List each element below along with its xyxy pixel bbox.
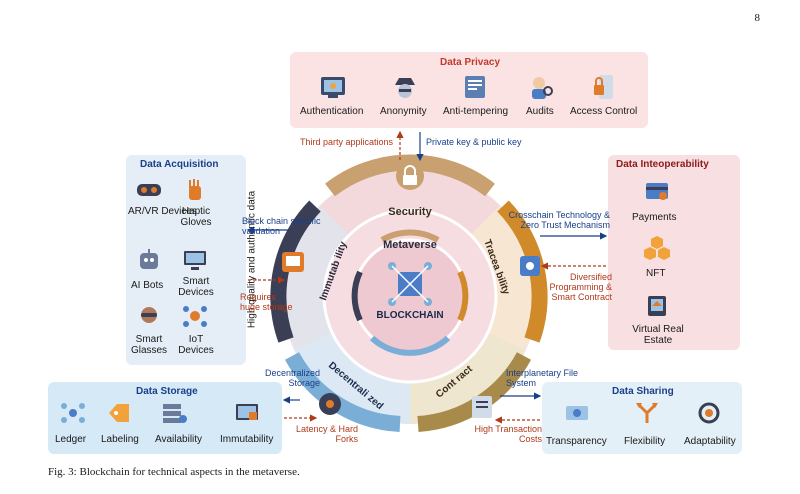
page-number: 8 <box>754 12 761 24</box>
authentication-label: Authentication <box>300 106 364 117</box>
labeling-label: Labeling <box>101 434 139 445</box>
immutability-icon <box>232 400 262 426</box>
inner-arc-top <box>380 229 440 243</box>
blockchain-network-icon <box>388 262 432 306</box>
haptic-gloves-label: Haptic Gloves <box>180 206 212 228</box>
figure-caption: Fig. 3: Blockchain for technical aspects… <box>48 466 300 478</box>
payments-label: Payments <box>632 212 677 223</box>
virtual-real-estate-label: Virtual Real Estate <box>632 324 684 346</box>
inner-arc-left <box>351 270 363 322</box>
audits-label: Audits <box>526 106 554 117</box>
decentralized-storage-annotation: Decentralized Storage <box>264 368 320 388</box>
blockchain-text: BLOCKCHAIN <box>376 310 443 321</box>
iot-devices-icon <box>180 303 210 329</box>
smart-devices-icon <box>180 247 210 273</box>
third-party-annotation: Third party applications <box>300 137 394 147</box>
adaptability-icon <box>694 400 724 426</box>
arvr-devices-label: AR/VR Devices <box>128 206 197 217</box>
metaverse-text: Metaverse <box>383 239 437 251</box>
smart-glasses-label: Smart Glasses <box>130 334 168 356</box>
data-interoperability-panel <box>608 155 740 350</box>
anti-tempering-icon <box>458 72 492 102</box>
requires-storage-annotation: Requires huge storage <box>240 292 293 312</box>
crosschain-annotation: Crosschain Technology & Zero Trust Mecha… <box>508 210 610 230</box>
data-privacy-title: Data Privacy <box>440 57 501 68</box>
access-control-label: Access Control <box>570 106 638 117</box>
data-sharing-title: Data Sharing <box>612 386 674 397</box>
adaptability-label: Adaptability <box>684 436 736 447</box>
contract-badge-icon <box>472 396 492 418</box>
authentication-icon <box>316 72 350 102</box>
nft-label: NFT <box>646 268 666 279</box>
transparency-label: Transparency <box>546 436 607 447</box>
iot-devices-label: IoT Devices <box>178 334 214 356</box>
block-chain-validation-annotation: Block chain specific validation <box>242 216 321 236</box>
haptic-gloves-icon <box>180 177 210 203</box>
anonymity-label: Anonymity <box>380 106 427 117</box>
smart-glasses-icon <box>134 303 164 329</box>
private-key-annotation: Private key & public key <box>426 137 522 147</box>
data-acquisition-title: Data Acquisition <box>140 159 219 170</box>
flexibility-label: Flexibility <box>624 436 666 447</box>
ledger-icon <box>58 400 88 426</box>
smart-devices-label: Smart Devices <box>178 276 214 298</box>
immutability-badge-icon <box>282 252 304 272</box>
data-storage-title: Data Storage <box>136 386 198 397</box>
transparency-icon <box>562 400 592 426</box>
immutability-storage-label: Immutability <box>220 434 274 445</box>
arvr-devices-icon <box>134 177 164 203</box>
payments-icon <box>640 178 674 206</box>
ai-bots-label: AI Bots <box>131 280 164 291</box>
traceability-badge-icon <box>520 256 540 276</box>
audits-icon <box>524 72 558 102</box>
inner-arc-bottom <box>369 335 451 356</box>
diversified-annotation: Diversified Programming & Smart Contract <box>549 272 612 302</box>
labeling-icon <box>104 400 134 426</box>
data-interoperability-title: Data Inteoperability <box>616 159 709 170</box>
access-control-icon <box>588 72 622 102</box>
anonymity-icon <box>388 72 422 102</box>
flexibility-icon <box>632 400 662 426</box>
anti-tempering-label: Anti-tempering <box>443 106 509 117</box>
high-cost-annotation: High Transaction Costs <box>474 424 542 444</box>
latency-annotation: Latency & Hard Forks <box>295 424 358 444</box>
inner-arc-right <box>457 270 469 322</box>
nft-icon <box>640 234 674 264</box>
immutability-arc <box>270 200 321 343</box>
decentralized-badge-icon <box>319 393 341 415</box>
security-text: Security <box>388 206 432 218</box>
ipfs-annotation: Interplanetary File System <box>506 368 579 388</box>
availability-label: Availability <box>155 434 203 445</box>
virtual-real-estate-icon <box>640 292 674 320</box>
security-lock-icon <box>396 162 424 190</box>
ai-bots-icon <box>134 247 164 273</box>
ledger-label: Ledger <box>55 434 87 445</box>
availability-icon <box>158 400 188 426</box>
